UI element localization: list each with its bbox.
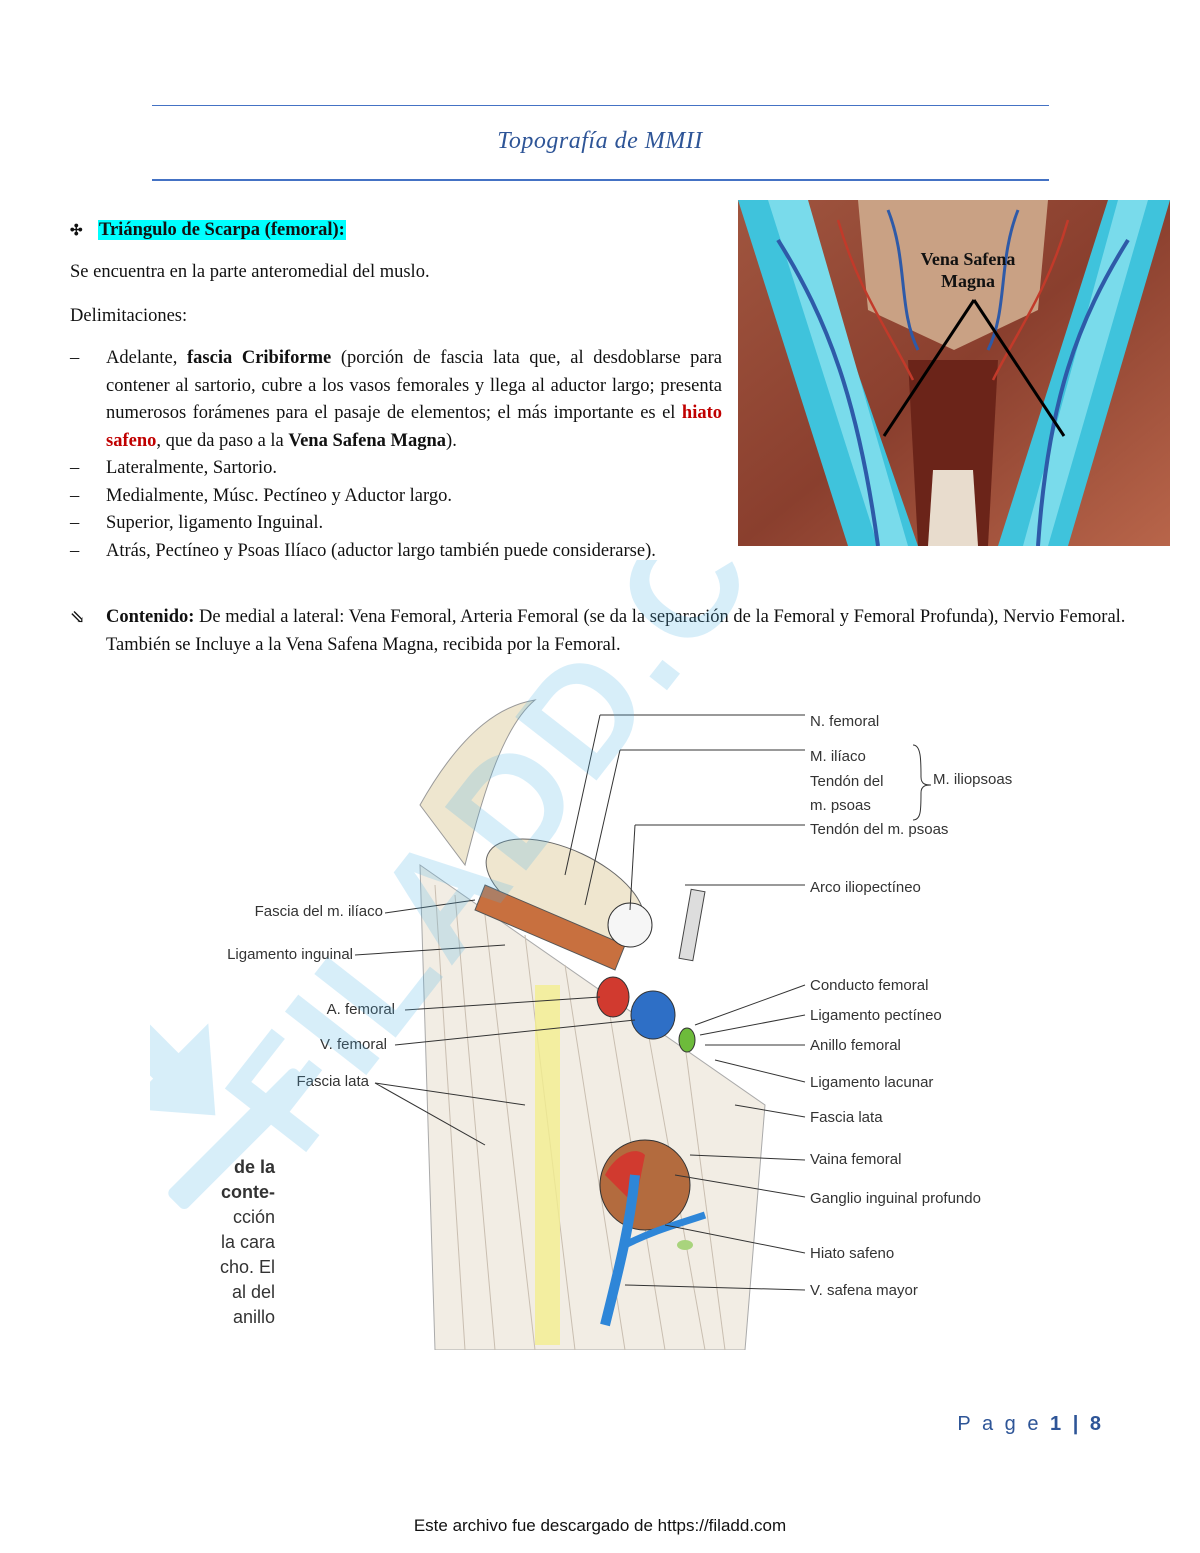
label-anillo-femoral: Anillo femoral [810,1037,901,1054]
header-bottom-rule [152,179,1049,181]
photo-label-line-1: Vena Safena [920,249,1016,269]
content-text: Contenido: De medial a lateral: Vena Fem… [70,604,1150,659]
label-m-iliopsoas: M. iliopsoas [933,771,1013,788]
list-item: – Atrás, Pectíneo y Psoas Ilíaco (aductor… [70,538,722,566]
label-hiato-safeno: Hiato safeno [810,1245,895,1262]
label-ligamento-lacunar: Ligamento lacunar [810,1074,934,1091]
list-item: – Adelante, fascia Cribiforme (porción d… [70,345,722,455]
label-arco-iliopectineo: Arco iliopectíneo [810,879,921,896]
content-paragraph: ⇘ Contenido: De medial a lateral: Vena F… [70,604,1150,659]
page-total: 8 [1089,1413,1104,1435]
delim-text-b: , que da paso a la [156,430,289,451]
label-m-iliaco: M. ilíaco [810,748,866,765]
delim-bold-term: fascia Cribiforme [187,348,332,368]
delim-text-a: (porción de fascia lata que, al desdobla… [106,348,722,423]
list-item-text: Lateralmente, Sartorio. [106,458,278,478]
label-conducto-femoral: Conducto femoral [810,977,929,994]
delim-bold-term-2: Vena Safena Magna [288,430,447,451]
list-item: – Lateralmente, Sartorio. [70,455,722,483]
dash-marker: – [70,348,80,368]
delim-text-c: ). [446,430,457,451]
femoral-triangle-diagram: N. femoral M. ilíaco Tendón del m. psoas… [205,685,1025,1350]
content-label: Contenido: [106,607,195,627]
fragment-line: al del [231,1282,275,1302]
label-ganglio-inguinal: Ganglio inguinal profundo [810,1190,981,1207]
fragment-line: cho. El [219,1257,275,1277]
list-item: – Superior, ligamento Inguinal. [70,510,722,538]
label-fascia-lata-right: Fascia lata [810,1109,883,1126]
fragment-line: de la [233,1157,275,1177]
label-v-femoral: V. femoral [320,1036,387,1053]
list-item-text: Medialmente, Músc. Pectíneo y Aductor la… [106,485,452,506]
content-line-2: También se Incluye a la Vena Safena Magn… [106,634,621,655]
dash-marker: – [70,458,80,478]
fragment-line: la cara [220,1232,275,1252]
label-ligamento-inguinal: Ligamento inguinal [227,946,353,963]
list-item-text: Atrás, Pectíneo y Psoas Ilíaco (aductor … [106,540,656,561]
label-fascia-lata-left: Fascia lata [296,1073,369,1090]
list-item-text: Superior, ligamento Inguinal. [106,513,324,533]
delim-red-term: hiato safeno [106,403,722,451]
diamond-dots-icon: ✣ [70,223,83,239]
section-heading: ✣ Triángulo de Scarpa (femoral): [70,220,346,241]
page-number: P a g e 1 | 8 [957,1413,1104,1436]
label-m-psoas: m. psoas [810,797,871,814]
page-current: 1 [1050,1413,1065,1435]
page-word: P a g e [957,1413,1042,1435]
delim-prefix: Adelante, [106,348,188,368]
anatomy-photo: Vena Safena Magna [738,200,1170,546]
label-ligamento-pectineo: Ligamento pectíneo [810,1007,942,1024]
fragment-line: conte- [221,1182,275,1202]
photo-label-line-2: Magna [941,271,995,291]
download-source-note: Este archivo fue descargado de https://f… [413,1516,787,1535]
delimitations-list: – Adelante, fascia Cribiforme (porción d… [70,345,722,565]
label-v-safena-mayor: V. safena mayor [810,1282,918,1299]
list-item: – Medialmente, Músc. Pectíneo y Aductor l… [70,483,722,511]
location-paragraph: Se encuentra en la parte anteromedial de… [70,262,430,282]
fragment-line: cción [232,1207,275,1227]
label-a-femoral: A. femoral [326,1001,395,1018]
label-vaina-femoral: Vaina femoral [810,1151,902,1168]
cropped-text-fragment: de la conte- cción la cara cho. El al de… [205,1155,275,1330]
label-n-femoral: N. femoral [810,713,880,730]
content-line-1: De medial a lateral: Vena Femoral, Arter… [194,607,1126,627]
fragment-line: anillo [232,1307,275,1327]
dash-marker: – [70,485,80,506]
page-separator: | [1072,1413,1082,1435]
dash-marker: – [70,540,80,561]
photo-label: Vena Safena Magna [908,248,1028,292]
header-top-rule [152,105,1049,106]
dash-marker: – [70,513,80,533]
page-header-title: Topografía de MMII [497,128,703,154]
label-tendon-del: Tendón del [810,773,884,790]
label-fascia-iliaco: Fascia del m. ilíaco [254,903,383,920]
delimitations-label: Delimitaciones: [70,306,188,326]
section-heading-text: Triángulo de Scarpa (femoral): [98,220,346,240]
label-tendon-psoas: Tendón del m. psoas [810,821,949,838]
arrow-curve-icon: ⇘ [70,607,86,627]
